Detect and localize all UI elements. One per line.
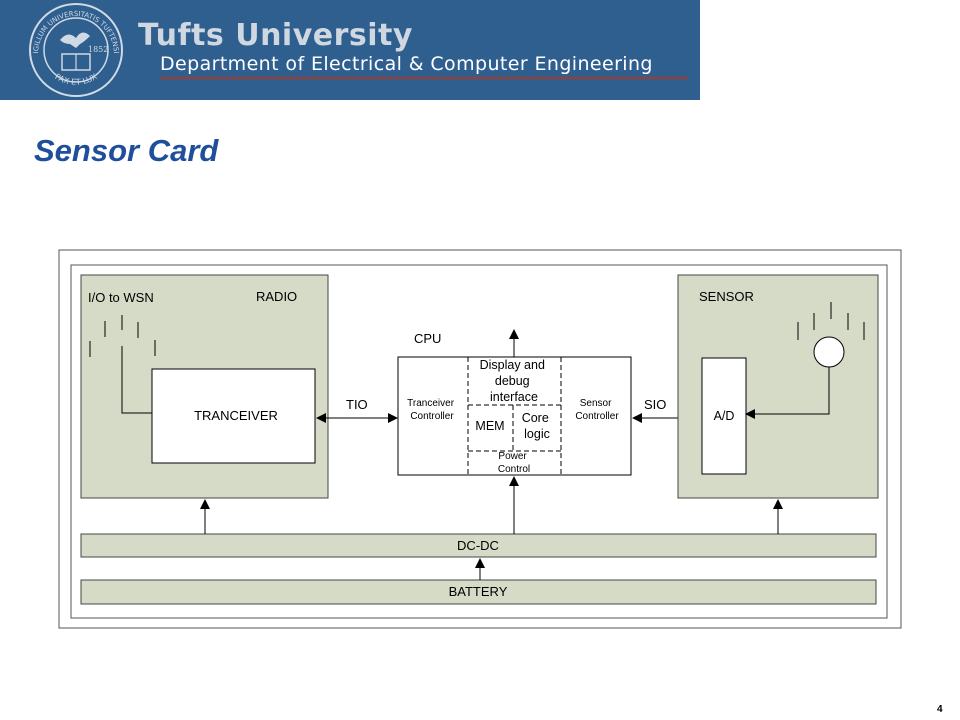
sensor-label: SENSOR xyxy=(699,289,754,304)
seal-year-text: 1852 xyxy=(88,45,108,54)
core-logic-label: Core logic xyxy=(522,411,553,441)
mem-label: MEM xyxy=(475,419,504,433)
dcdc-label: DC-DC xyxy=(457,538,499,553)
power-control-label: Power Control xyxy=(498,451,530,475)
sensor-controller-label: Sensor Controller xyxy=(575,398,619,422)
sensor-wire xyxy=(745,367,830,419)
cpu-label: CPU xyxy=(414,331,441,346)
tranceiver-label: TRANCEIVER xyxy=(194,408,278,423)
university-name: Tufts University xyxy=(138,18,413,53)
university-seal-icon: SIGILLUM UNIVERSITATIS TUFTENSIS PAX ET … xyxy=(24,0,123,97)
department-name: Department of Electrical & Computer Engi… xyxy=(160,53,653,75)
cpu-box xyxy=(397,356,632,476)
radio-label: RADIO xyxy=(256,289,297,304)
ad-converter-box xyxy=(701,357,747,475)
slide-title: Sensor Card xyxy=(34,133,219,168)
tranceiver-box xyxy=(151,368,316,464)
display-debug-label: Display and debug interface xyxy=(480,358,549,404)
tranceiver-controller-label: Tranceiver Controller xyxy=(407,398,457,422)
sio-label: SIO xyxy=(644,397,666,412)
department-underline xyxy=(160,77,688,79)
battery-block xyxy=(80,579,877,605)
antenna-icon xyxy=(89,315,156,357)
cpu-dashed-partitions xyxy=(467,357,562,475)
page-number: 4 xyxy=(937,704,943,715)
battery-label: BATTERY xyxy=(449,584,508,599)
dcdc-block xyxy=(80,533,877,558)
antenna-wire xyxy=(121,346,152,414)
tio-label: TIO xyxy=(346,397,368,412)
io-to-wsn-label: I/O to WSN xyxy=(88,290,154,305)
header-banner: SIGILLUM UNIVERSITATIS TUFTENSIS PAX ET … xyxy=(0,0,700,100)
ad-label: A/D xyxy=(714,409,735,423)
